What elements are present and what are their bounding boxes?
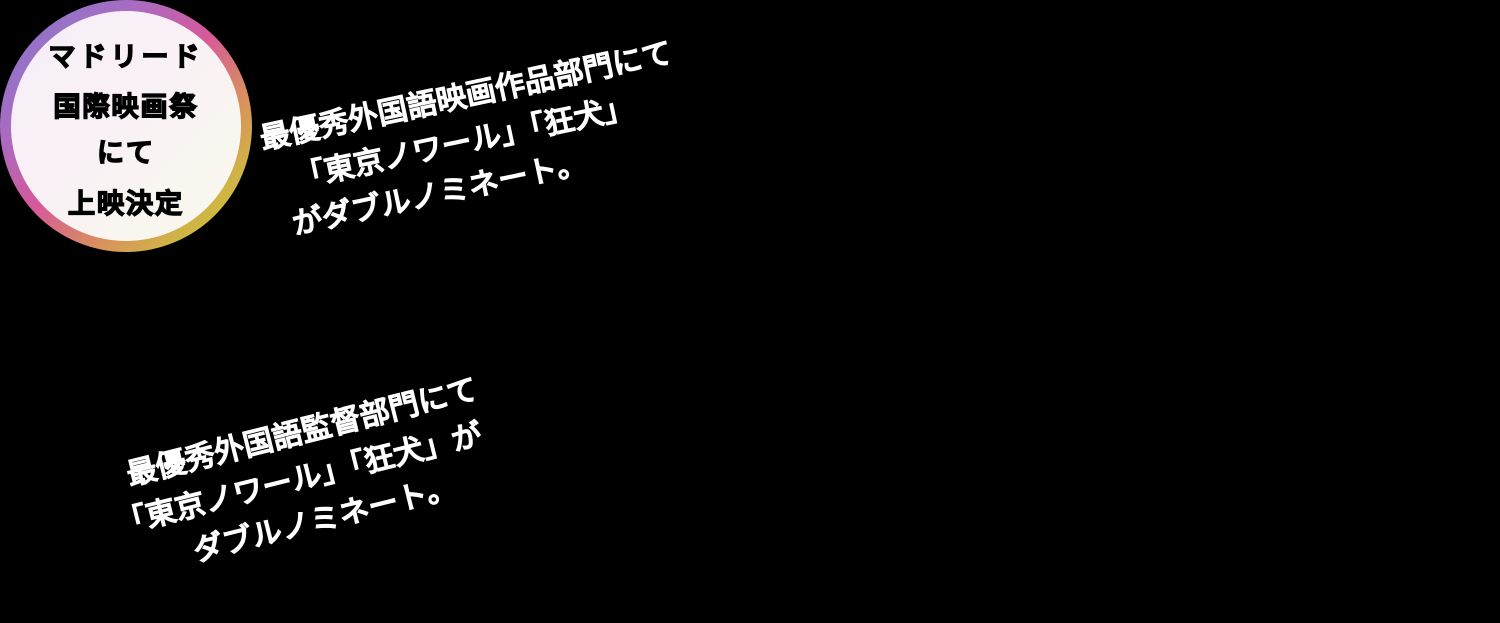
badge-fill — [11, 11, 241, 241]
badge-line-screening-confirmed: 上映決定 — [67, 188, 184, 220]
badge-line-madrid: マドリード — [48, 41, 204, 73]
badge-line-nite: にて — [96, 137, 155, 169]
announcement-best-foreign-film: 最優秀外国語映画作品部門にて 「東京ノワール」「狂犬」 がダブルノミネート。 — [256, 31, 695, 250]
badge-line-film-festival: 国際映画祭 — [53, 91, 199, 123]
madrid-festival-badge: マドリード 国際映画祭 にて 上映決定 — [0, 0, 252, 252]
announcement-text-group: 最優秀外国語監督部門にて 「東京ノワール」「狂犬」が ダブルノミネート。 — [60, 358, 539, 600]
